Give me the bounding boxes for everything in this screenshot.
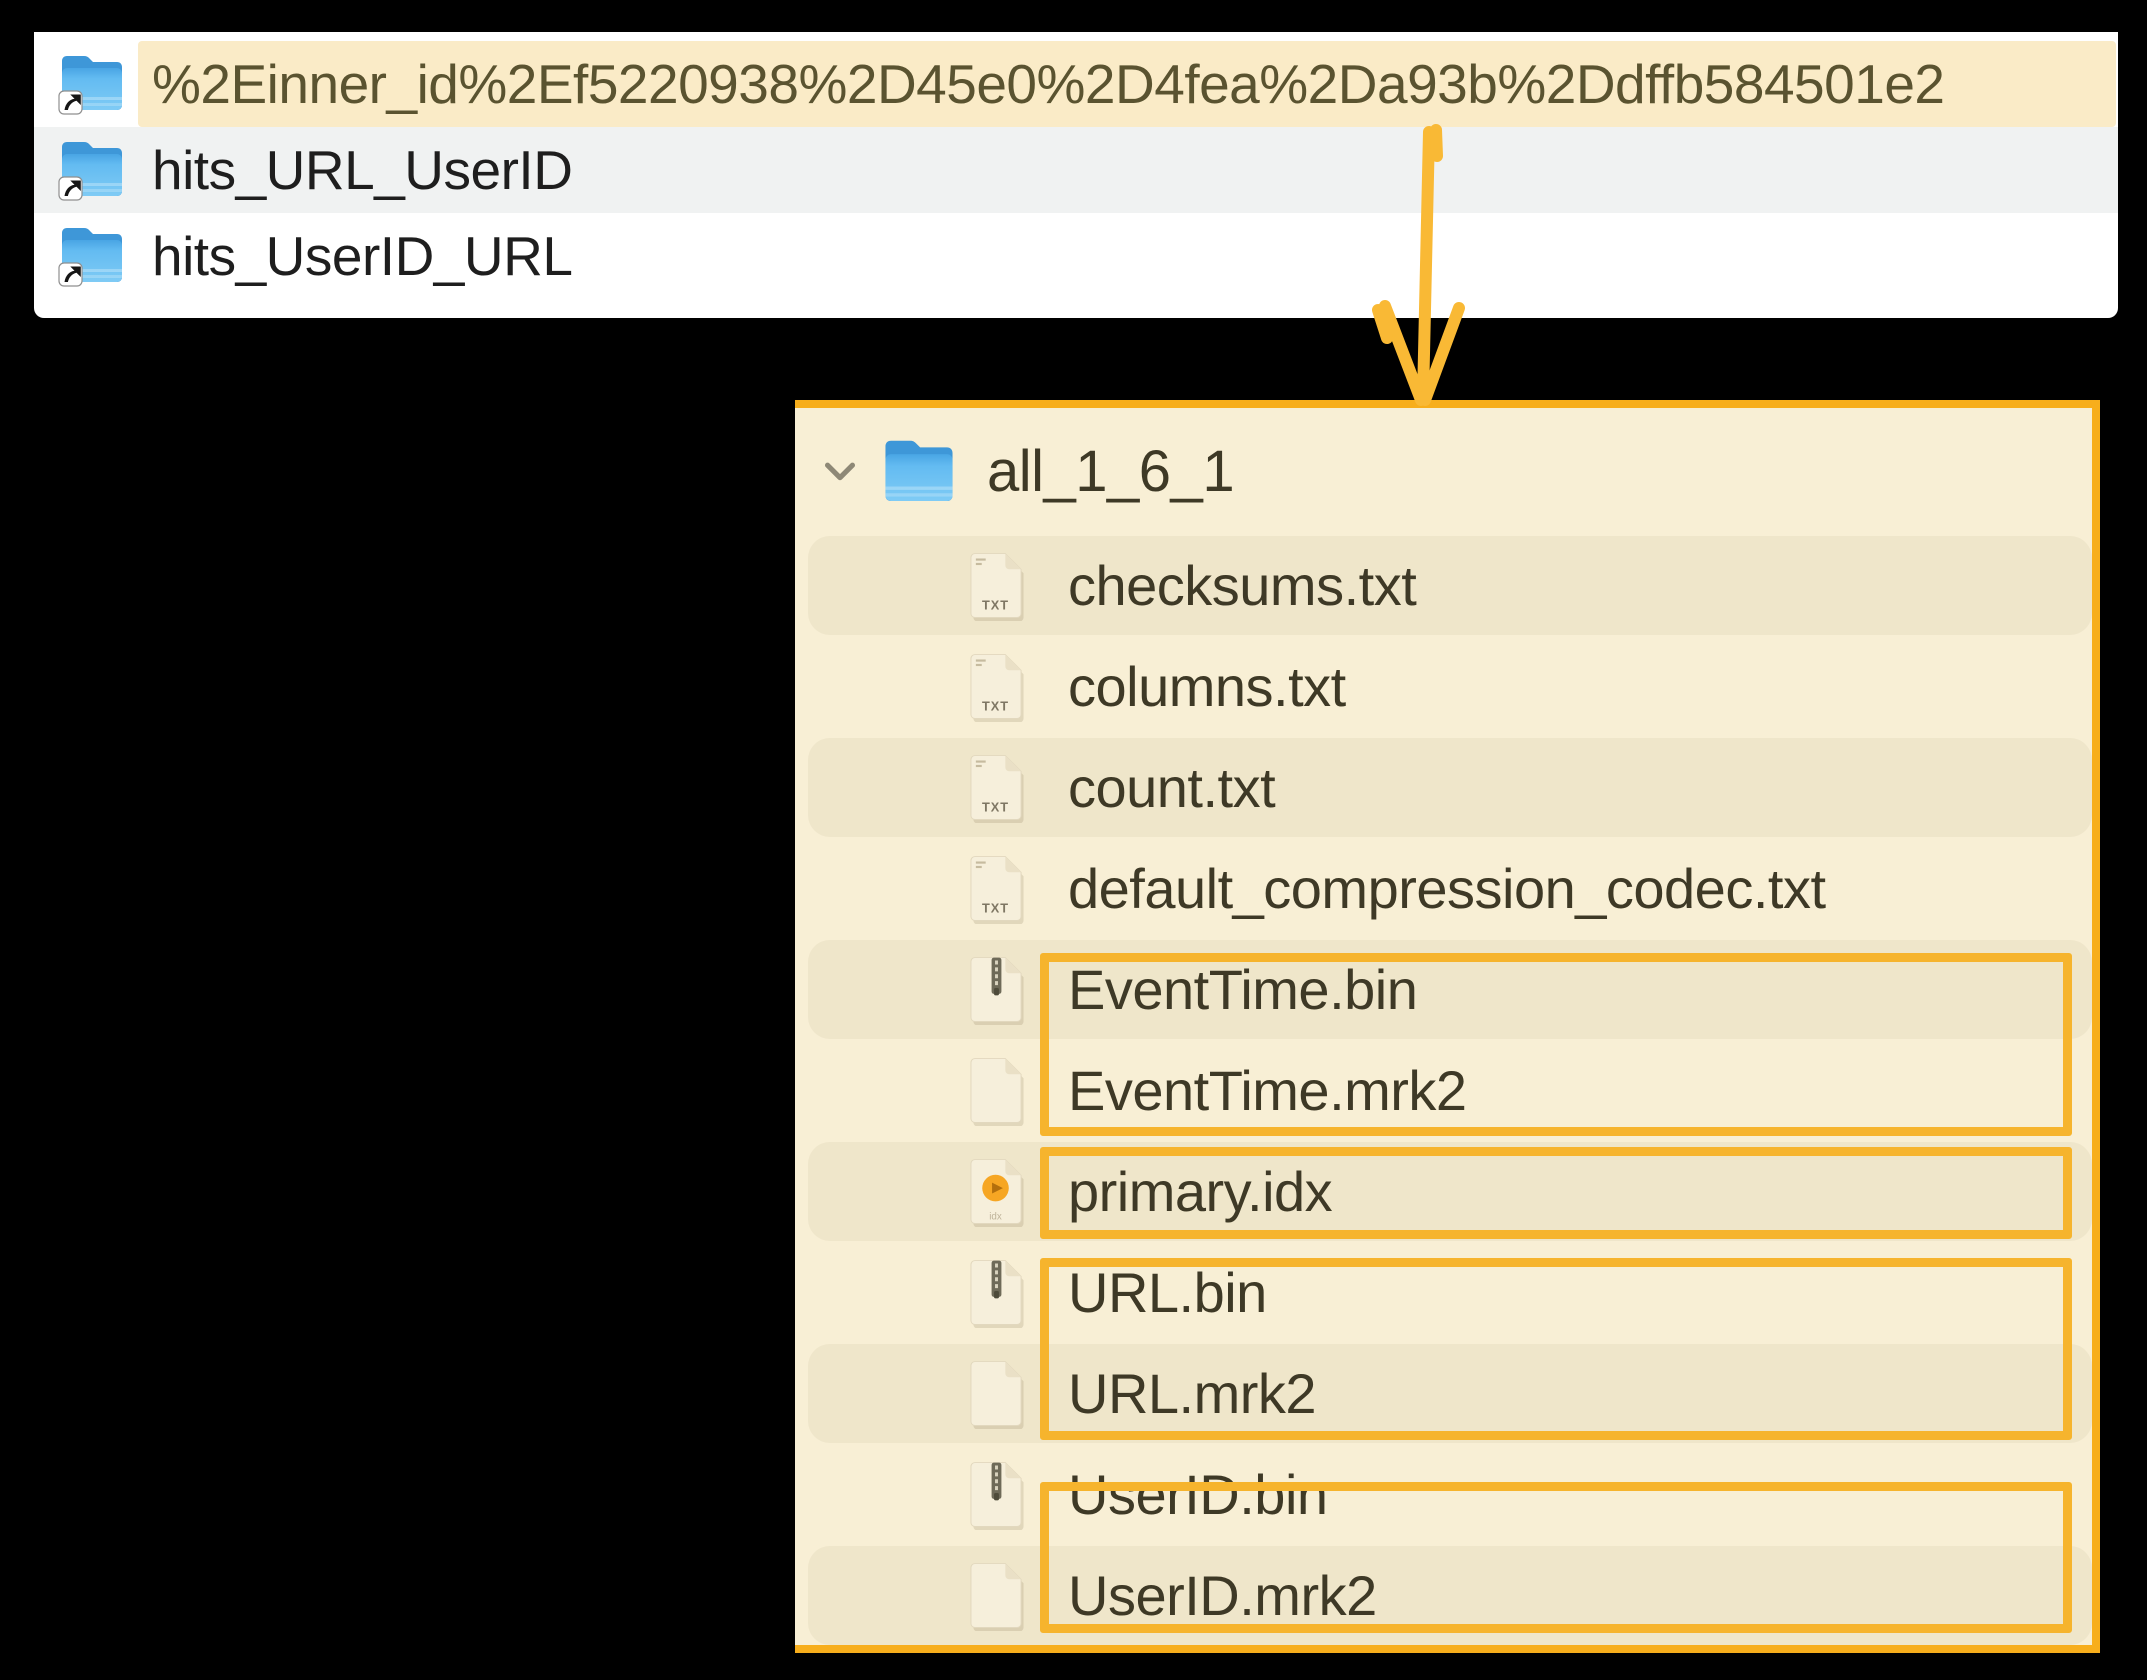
folder-name: hits_URL_UserID <box>152 139 573 201</box>
txt-file-icon <box>968 551 1025 621</box>
file-row-eventtime-mrk2[interactable]: EventTime.mrk2 <box>795 1040 2092 1141</box>
file-name: UserID.mrk2 <box>1068 1564 1377 1627</box>
txt-file-icon <box>968 753 1025 823</box>
bin-file-icon <box>968 1258 1025 1328</box>
folder-alias-icon <box>58 225 126 287</box>
folder-alias-icon <box>58 53 126 115</box>
file-row-columns[interactable]: columns.txt <box>795 636 2092 737</box>
file-name: EventTime.bin <box>1068 958 1418 1021</box>
folder-name: hits_UserID_URL <box>152 225 573 287</box>
file-row-default-codec[interactable]: default_compression_codec.txt <box>795 838 2092 939</box>
file-name: URL.mrk2 <box>1068 1362 1317 1425</box>
file-row-checksums[interactable]: checksums.txt <box>795 535 2092 636</box>
file-rows: checksums.txt columns.txt count.txt defa… <box>795 535 2092 1646</box>
tree-root-row[interactable]: all_1_6_1 <box>795 408 2092 535</box>
file-row-count[interactable]: count.txt <box>795 737 2092 838</box>
file-name: UserID.bin <box>1068 1463 1328 1526</box>
chevron-down-icon[interactable] <box>823 459 857 485</box>
file-name: primary.idx <box>1068 1160 1333 1223</box>
bin-file-icon <box>968 1460 1025 1530</box>
list-item-inner-id[interactable]: %2Einner_id%2Ef5220938%2D45e0%2D4fea%2Da… <box>34 41 2118 127</box>
folder-alias-icon <box>58 139 126 201</box>
source-folder-list: %2Einner_id%2Ef5220938%2D45e0%2D4fea%2Da… <box>34 32 2118 318</box>
folder-name: %2Einner_id%2Ef5220938%2D45e0%2D4fea%2Da… <box>152 53 1945 115</box>
mark-file-icon <box>968 1359 1025 1429</box>
folder-icon <box>881 437 957 507</box>
list-item-hits-url-userid[interactable]: hits_URL_UserID <box>34 127 2118 213</box>
file-row-primary-idx[interactable]: primary.idx <box>795 1141 2092 1242</box>
idx-file-icon <box>968 1157 1025 1227</box>
selection-highlight <box>138 41 2116 127</box>
file-name: EventTime.mrk2 <box>1068 1059 1467 1122</box>
file-row-userid-bin[interactable]: UserID.bin <box>795 1444 2092 1545</box>
root-folder-name: all_1_6_1 <box>987 439 1235 504</box>
mark-file-icon <box>968 1561 1025 1631</box>
file-name: default_compression_codec.txt <box>1068 857 1826 920</box>
file-row-url-bin[interactable]: URL.bin <box>795 1242 2092 1343</box>
file-name: count.txt <box>1068 756 1276 819</box>
txt-file-icon <box>968 652 1025 722</box>
bin-file-icon <box>968 955 1025 1025</box>
list-item-hits-userid-url[interactable]: hits_UserID_URL <box>34 213 2118 299</box>
down-arrow-annotation <box>1372 124 1465 406</box>
file-name: URL.bin <box>1068 1261 1267 1324</box>
txt-file-icon <box>968 854 1025 924</box>
file-row-url-mrk2[interactable]: URL.mrk2 <box>795 1343 2092 1444</box>
file-name: checksums.txt <box>1068 554 1417 617</box>
mark-file-icon <box>968 1056 1025 1126</box>
file-row-eventtime-bin[interactable]: EventTime.bin <box>795 939 2092 1040</box>
file-row-userid-mrk2[interactable]: UserID.mrk2 <box>795 1545 2092 1646</box>
file-name: columns.txt <box>1068 655 1346 718</box>
part-contents-panel: all_1_6_1 checksums.txt columns.txt coun… <box>795 400 2100 1653</box>
